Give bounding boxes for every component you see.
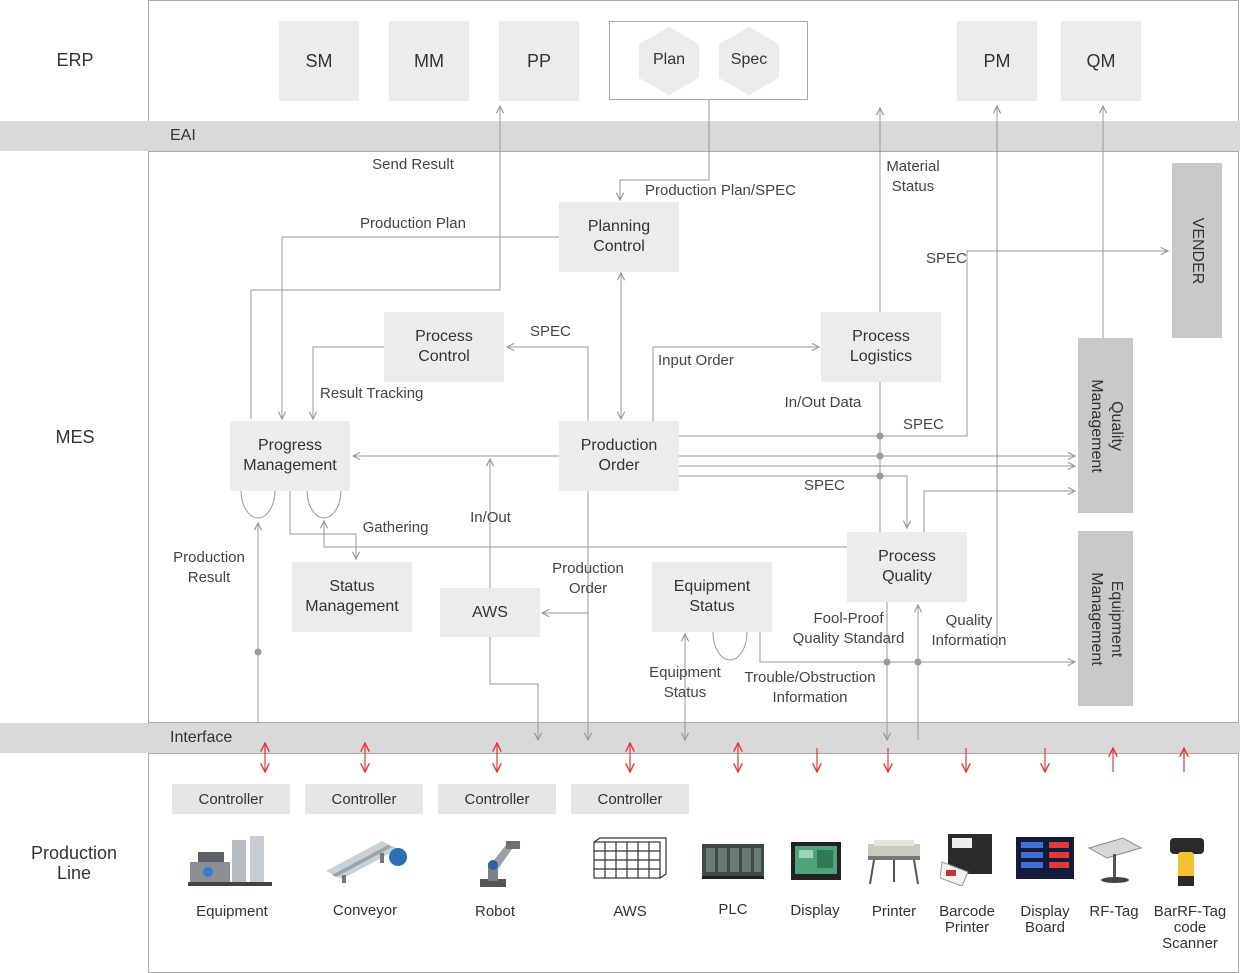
label-gathering: Gathering bbox=[362, 519, 429, 536]
equipment-management-label: Equipment Management bbox=[1087, 571, 1125, 666]
quality-management-box: Quality Management bbox=[1078, 338, 1133, 513]
equipment-icon bbox=[188, 832, 274, 888]
label-quality-information: Quality Information bbox=[931, 612, 1007, 649]
controller-box: Controller bbox=[571, 784, 689, 814]
device-label-conveyor: Conveyor bbox=[332, 902, 398, 919]
erp-module-mm: MM bbox=[389, 21, 469, 101]
vender-box: VENDER bbox=[1172, 163, 1222, 338]
display-board-icon bbox=[1015, 836, 1075, 880]
plc-icon bbox=[700, 840, 766, 880]
process-control-box: Process Control bbox=[384, 312, 504, 382]
device-label-scanner: BarRF-Tag code Scanner bbox=[1153, 903, 1227, 952]
planning-control-box: Planning Control bbox=[559, 202, 679, 272]
interface-label: Interface bbox=[170, 729, 233, 746]
spec-label: Spec bbox=[730, 51, 768, 68]
label-input-order: Input Order bbox=[658, 352, 734, 369]
barcode-printer-icon bbox=[940, 832, 996, 886]
device-label-robot: Robot bbox=[474, 903, 516, 920]
rf-tag-icon bbox=[1087, 836, 1143, 884]
device-label-printer: Printer bbox=[871, 903, 917, 920]
quality-management-label: Quality Management bbox=[1087, 378, 1125, 473]
hexagon-shape-spec bbox=[719, 27, 779, 95]
controller-box: Controller bbox=[305, 784, 423, 814]
erp-module-pp: PP bbox=[499, 21, 579, 101]
label-result-tracking: Result Tracking bbox=[320, 385, 424, 402]
device-label-aws: AWS bbox=[613, 903, 647, 920]
device-label-equipment: Equipment bbox=[196, 903, 268, 920]
progress-management-box: Progress Management bbox=[230, 421, 350, 491]
layer-label-mes: MES bbox=[55, 427, 95, 447]
device-label-barcode-printer: Barcode Printer bbox=[939, 903, 995, 936]
hexagon-shape-plan bbox=[639, 27, 699, 95]
device-label-rf-tag: RF-Tag bbox=[1089, 903, 1139, 920]
device-label-display-board: Display Board bbox=[1020, 903, 1070, 936]
label-production-plan: Production Plan bbox=[360, 215, 466, 232]
erp-module-pm: PM bbox=[957, 21, 1037, 101]
label-in-out: In/Out bbox=[470, 509, 511, 526]
controller-box: Controller bbox=[172, 784, 290, 814]
aws-rack-icon bbox=[592, 836, 668, 880]
process-quality-box: Process Quality bbox=[847, 532, 967, 602]
erp-module-plan: Plan bbox=[639, 27, 699, 95]
plan-label: Plan bbox=[652, 51, 686, 68]
label-spec-quality: SPEC bbox=[903, 416, 944, 433]
equipment-status-box: Equipment Status bbox=[652, 562, 772, 632]
label-fool-proof: Fool-Proof Quality Standard bbox=[792, 610, 905, 647]
layer-label-erp: ERP bbox=[56, 50, 94, 70]
aws-box: AWS bbox=[440, 588, 540, 637]
label-send-result: Send Result bbox=[372, 156, 454, 173]
label-production-plan-spec: Production Plan/SPEC bbox=[645, 182, 796, 199]
production-order-box: Production Order bbox=[559, 421, 679, 491]
erp-module-spec: Spec bbox=[719, 27, 779, 95]
label-trouble-obstruction: Trouble/Obstruction Information bbox=[744, 669, 876, 706]
display-icon bbox=[789, 840, 843, 882]
interface-band: Interface bbox=[0, 723, 1240, 753]
label-spec-vender: SPEC bbox=[926, 250, 967, 267]
label-production-result: Production Result bbox=[173, 549, 245, 586]
erp-module-sm: SM bbox=[279, 21, 359, 101]
status-management-box: Status Management bbox=[292, 562, 412, 632]
label-production-order-flow: Production Order bbox=[552, 560, 624, 597]
device-label-plc: PLC bbox=[718, 901, 748, 918]
vender-label: VENDER bbox=[1189, 217, 1206, 284]
label-in-out-data: In/Out Data bbox=[784, 394, 862, 411]
label-spec-process-quality: SPEC bbox=[804, 477, 845, 494]
eai-band: EAI bbox=[0, 121, 1240, 151]
layer-label-production-line: Production Line bbox=[30, 843, 118, 883]
erp-module-qm: QM bbox=[1061, 21, 1141, 101]
label-equipment-status-flow: Equipment Status bbox=[649, 664, 721, 701]
conveyor-icon bbox=[322, 835, 410, 885]
equipment-management-box: Equipment Management bbox=[1078, 531, 1133, 706]
label-spec-process-control: SPEC bbox=[530, 323, 571, 340]
scanner-icon bbox=[1166, 836, 1210, 890]
eai-label: EAI bbox=[170, 127, 196, 144]
process-logistics-box: Process Logistics bbox=[821, 312, 941, 382]
device-label-display: Display bbox=[790, 902, 840, 919]
printer-icon bbox=[864, 838, 924, 886]
controller-box: Controller bbox=[438, 784, 556, 814]
label-material-status: Material Status bbox=[886, 158, 940, 195]
robot-icon bbox=[466, 835, 526, 889]
